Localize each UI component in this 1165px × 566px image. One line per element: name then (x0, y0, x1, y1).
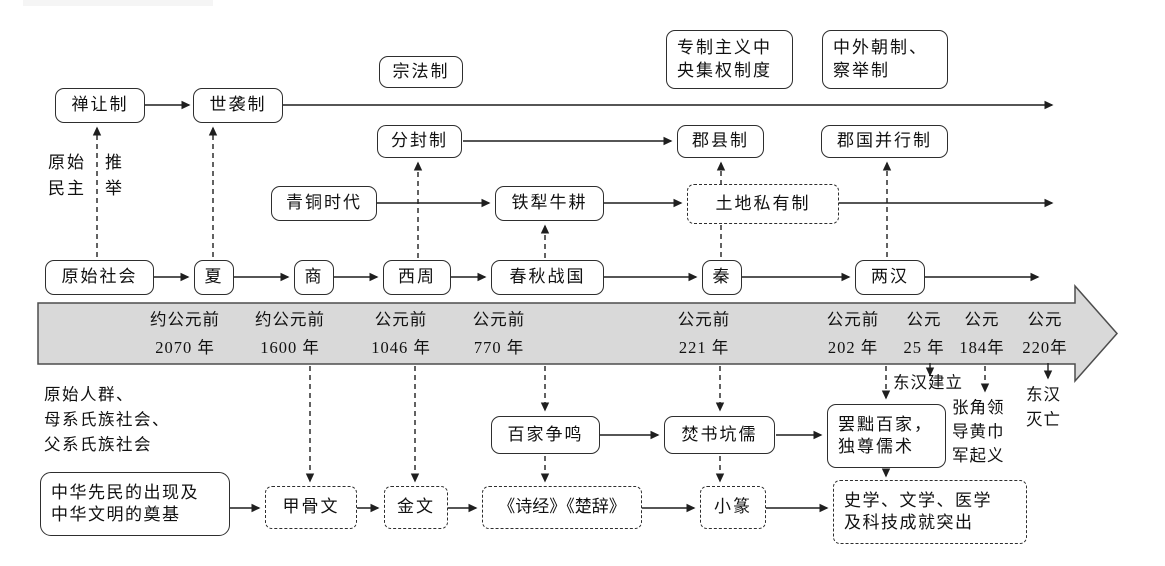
box-junguobingxingzhi: 郡国并行制 (821, 125, 948, 158)
box-bachu-baijia: 罢黜百家， 独尊儒术 (827, 404, 946, 468)
box-shang: 商 (294, 260, 334, 295)
label-yuanshi-minzhu: 原始民主 (48, 153, 86, 198)
box-xiaozhuan: 小篆 (700, 486, 766, 529)
box-tieli-niugeng: 铁犁牛耕 (495, 186, 604, 221)
box-xizhou: 西周 (383, 260, 451, 295)
box-fenshu-kengru: 焚书坑儒 (664, 416, 775, 454)
box-chunqiu-zhanguo: 春秋战国 (491, 260, 604, 295)
box-yuanshi-shehui: 原始社会 (45, 260, 154, 295)
box-jiaguwen: 甲骨文 (265, 486, 357, 529)
box-zongfazhi: 宗法制 (379, 56, 463, 88)
label-donghan-jianli: 东汉建立 (893, 373, 963, 392)
box-shijing-chuci: 《诗经》《楚辞》 (482, 486, 642, 529)
box-junxianzhi: 郡县制 (677, 125, 764, 158)
top-edge-artifact (23, 0, 213, 6)
box-qin: 秦 (702, 260, 742, 295)
box-xia: 夏 (194, 260, 234, 295)
box-fenfengzhi: 分封制 (377, 125, 462, 158)
box-jinwen: 金文 (384, 486, 448, 529)
box-tudi-siyouzhi: 土地私有制 (687, 184, 839, 224)
timeline-band (37, 284, 1119, 383)
box-qingtong-shidai: 青铜时代 (271, 186, 377, 221)
box-lianghan: 两汉 (855, 260, 925, 295)
label-donghan-miewang: 东汉 灭亡 (1026, 385, 1061, 429)
box-shanrangzhi: 禅让制 (55, 88, 145, 123)
box-baijia-zhengming: 百家争鸣 (491, 416, 600, 454)
label-tuiju: 推举 (105, 153, 124, 198)
box-zhongwai-chaozhi: 中外朝制、 察举制 (822, 30, 948, 89)
solid-arrows (145, 100, 1054, 513)
box-shixizhi: 世袭制 (193, 88, 283, 123)
label-zhangjiao-qiyi: 张角领 导黄巾 军起义 (952, 398, 1005, 465)
box-zhonghua-xianmin: 中华先民的出现及 中华文明的奠基 (40, 472, 230, 536)
box-zhuanzhi-zhuyi: 专制主义中 央集权制度 (666, 30, 793, 89)
label-primitive-society: 原始人群、 母系氏族社会、 父系氏族社会 (44, 385, 170, 454)
box-shixue-chengjiu: 史学、文学、医学 及科技成就突出 (833, 480, 1027, 544)
